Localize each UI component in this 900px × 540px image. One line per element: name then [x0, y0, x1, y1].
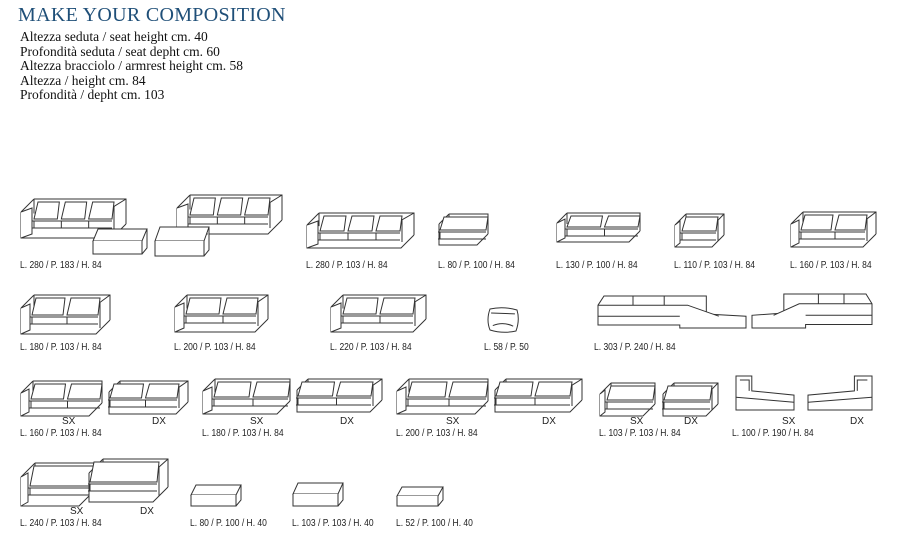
spec-list: Altezza seduta / seat height cm. 40 Prof…: [20, 29, 244, 103]
chaise-sx-drawing: [735, 375, 795, 411]
module-240-dx-drawing: [88, 458, 169, 503]
module-caption: L. 100 / P. 190 / H. 84: [732, 428, 814, 439]
side-label-dx: DX: [542, 416, 556, 427]
module-caption: L. 130 / P. 100 / H. 84: [556, 260, 638, 271]
sofa-220-drawing: [330, 294, 427, 333]
cushion-58-drawing: [487, 307, 519, 333]
module-caption: L. 280 / P. 183 / H. 84: [20, 260, 102, 271]
module-caption: L. 80 / P. 100 / H. 84: [438, 260, 515, 271]
sofa-200-drawing: [174, 294, 269, 333]
sofa-sx-drawing: [202, 378, 291, 415]
sofa-180-drawing: [20, 294, 111, 335]
ottoman-52-drawing: [396, 486, 444, 507]
chaise-dx-drawing: [807, 375, 873, 411]
module-caption: L. 80 / P. 100 / H. 40: [190, 518, 267, 529]
sofa-dx-drawing: [494, 378, 583, 413]
side-label-dx: DX: [340, 416, 354, 427]
spec-depth: Profondità / depht cm. 103: [20, 87, 165, 103]
module-caption: L. 303 / P. 240 / H. 84: [594, 342, 676, 353]
side-label-sx: SX: [630, 416, 644, 427]
corner-sofa-drawing: [751, 293, 873, 329]
module-caption: L. 280 / P. 103 / H. 84: [306, 260, 388, 271]
sofa-280-drawing: [306, 212, 415, 249]
sofa-160-drawing: [790, 211, 877, 248]
side-label-sx: SX: [782, 416, 796, 427]
module-caption: L. 180 / P. 103 / H. 84: [20, 342, 102, 353]
ottoman-80-drawing: [190, 484, 242, 507]
ottoman-103-drawing: [292, 482, 344, 507]
sofa-sx-drawing: [396, 378, 489, 415]
module-80-drawing: [92, 228, 148, 255]
sofa-130-drawing: [556, 212, 641, 243]
armchair-sx-drawing: [599, 382, 656, 417]
module-caption: L. 180 / P. 103 / H. 84: [202, 428, 284, 439]
side-label-dx: DX: [850, 416, 864, 427]
armchair-110-drawing: [674, 213, 725, 248]
sofa-dx-drawing: [108, 380, 189, 415]
spec-seat-depth: Profondità seduta / seat depht cm. 60: [20, 43, 220, 59]
module-caption: L. 110 / P. 103 / H. 84: [674, 260, 755, 271]
module-caption: L. 220 / P. 103 / H. 84: [330, 342, 412, 353]
module-caption: L. 103 / P. 103 / H. 84: [599, 428, 681, 439]
module-caption: L. 160 / P. 103 / H. 84: [20, 428, 102, 439]
side-label-dx: DX: [684, 416, 698, 427]
side-label-sx: SX: [62, 416, 76, 427]
side-label-sx: SX: [250, 416, 264, 427]
sofa-sx-drawing: [20, 380, 103, 417]
module-caption: L. 200 / P. 103 / H. 84: [174, 342, 256, 353]
module-caption: L. 240 / P. 103 / H. 84: [20, 518, 102, 529]
side-label-sx: SX: [70, 506, 84, 517]
side-label-sx: SX: [446, 416, 460, 427]
sofa-dx-drawing: [296, 378, 383, 413]
module-caption: L. 200 / P. 103 / H. 84: [396, 428, 478, 439]
module-caption: L. 103 / P. 103 / H. 40: [292, 518, 374, 529]
corner-sofa-drawing: [597, 295, 747, 329]
side-label-dx: DX: [152, 416, 166, 427]
spec-height: Altezza / height cm. 84: [20, 72, 146, 88]
module-caption: L. 58 / P. 50: [484, 342, 529, 353]
module-caption: L. 160 / P. 103 / H. 84: [790, 260, 872, 271]
module-240-sx-drawing: [20, 462, 95, 507]
seat-80-drawing: [438, 213, 489, 246]
spec-seat-height: Altezza seduta / seat height cm. 40: [20, 29, 208, 44]
armchair-dx-drawing: [662, 382, 719, 417]
side-label-dx: DX: [140, 506, 154, 517]
page-title: MAKE YOUR COMPOSITION: [18, 4, 286, 26]
spec-armrest-height: Altezza bracciolo / armrest height cm. 5…: [20, 58, 244, 74]
module-80-drawing: [154, 226, 210, 257]
module-caption: L. 52 / P. 100 / H. 40: [396, 518, 473, 529]
